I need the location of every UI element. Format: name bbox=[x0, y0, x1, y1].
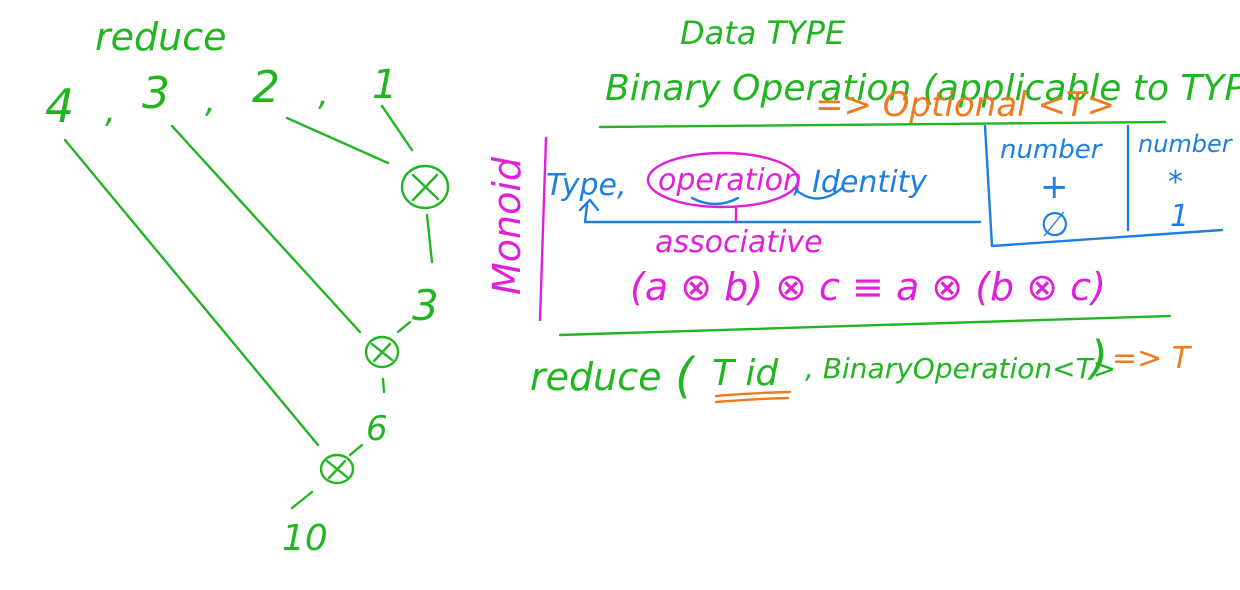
monoid-bracket bbox=[538, 136, 548, 322]
definitions: Data TYPE Binary Operation (applicable t… bbox=[485, 14, 1240, 404]
data-type-heading: Data TYPE bbox=[680, 14, 846, 52]
table-left-border bbox=[983, 124, 994, 248]
edge-4 bbox=[63, 138, 320, 447]
edge-node2-down bbox=[381, 377, 386, 394]
type-arrow bbox=[578, 198, 600, 224]
reduce-sig-return: => T bbox=[1112, 341, 1193, 376]
binary-operation-text: Binary Operation (applicable to TYPE) bbox=[605, 68, 1240, 109]
input-2: 2 bbox=[252, 62, 280, 113]
table-identity-2: 1 bbox=[1170, 199, 1189, 234]
optional-return: => Optional <T> bbox=[815, 85, 1115, 125]
edge-node1-down bbox=[425, 213, 434, 264]
operation-circle bbox=[646, 151, 800, 209]
id-underline bbox=[714, 390, 792, 404]
reduce-sig-close-paren: ) bbox=[1087, 331, 1108, 385]
reduce-sig-rest: , BinaryOperation<T> bbox=[805, 352, 1116, 385]
associative-label: associative bbox=[655, 225, 823, 260]
monoid-type: Type, bbox=[546, 168, 627, 203]
edge-2 bbox=[285, 116, 390, 165]
reduce-sig-name: reduce bbox=[530, 355, 661, 399]
input-comma-1: , bbox=[105, 91, 116, 131]
input-4: 4 bbox=[45, 79, 74, 133]
divider-bottom bbox=[558, 314, 1172, 337]
monoid-label: Monoid bbox=[485, 156, 529, 295]
table-op-1: + bbox=[1040, 167, 1069, 207]
table-header-2: number bbox=[1138, 130, 1234, 158]
reduce-title: reduce bbox=[95, 15, 226, 59]
input-3: 3 bbox=[142, 68, 170, 119]
input-comma-3: , bbox=[318, 74, 329, 114]
intermediate-3: 3 bbox=[412, 281, 439, 330]
identity-curve bbox=[794, 186, 844, 200]
operator-node-2 bbox=[364, 335, 400, 369]
associative-law: (a ⊗ b) ⊗ c ≡ a ⊗ (b ⊗ c) bbox=[630, 265, 1106, 309]
examples-table: number + ∅ number * 1 bbox=[983, 124, 1234, 248]
divider-top bbox=[598, 120, 1167, 129]
reduce-sig-id: T id bbox=[712, 353, 779, 394]
table-identity-1: ∅ bbox=[1040, 205, 1070, 245]
edge-3-to-node2 bbox=[396, 320, 412, 334]
edge-node3-down bbox=[290, 490, 314, 510]
table-op-2: * bbox=[1168, 165, 1183, 200]
monoid-operation: operation bbox=[658, 163, 802, 198]
table-header-1: number bbox=[1000, 135, 1104, 165]
input-comma-2: , bbox=[205, 81, 216, 121]
edge-6-to-node3 bbox=[348, 443, 364, 457]
monoid-identity: , Identity bbox=[793, 165, 928, 200]
table-bottom-border bbox=[990, 228, 1224, 248]
operator-node-3 bbox=[319, 453, 355, 485]
input-1: 1 bbox=[372, 62, 397, 108]
intermediate-6: 6 bbox=[366, 409, 388, 449]
operator-node-1 bbox=[400, 164, 450, 210]
edge-3 bbox=[170, 124, 362, 334]
result-10: 10 bbox=[282, 518, 328, 559]
reduce-tree: reduce 4 , 3 , 2 , 1 3 6 bbox=[45, 15, 450, 559]
operation-curve bbox=[690, 196, 740, 206]
reduce-sig-open-paren: ( bbox=[675, 348, 696, 404]
edge-1 bbox=[380, 104, 414, 152]
